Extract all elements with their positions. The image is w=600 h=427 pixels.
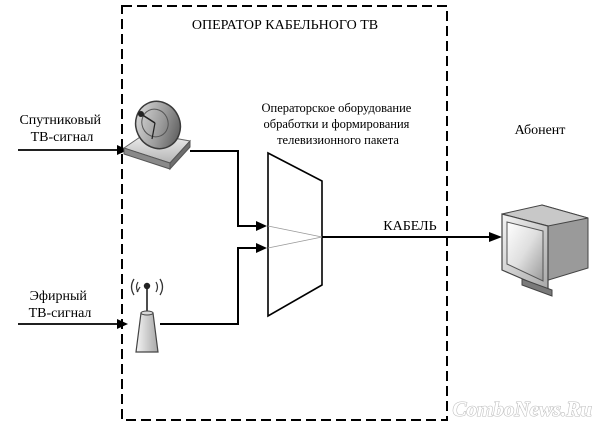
equipment-caption: Операторское оборудование обработки и фо…: [262, 101, 415, 147]
cable-arrowhead: [489, 232, 502, 242]
satellite-path-arrowhead: [256, 221, 267, 231]
satellite-path: [190, 150, 258, 227]
satellite-label-line-1: Спутниковый: [19, 113, 101, 128]
satellite-dish-icon: [122, 100, 191, 171]
equipment-caption-line-3: телевизионного пакета: [277, 133, 399, 147]
cable-label: КАБЕЛЬ: [383, 219, 436, 234]
terrestrial-path-arrowhead: [256, 243, 267, 253]
operator-title: ОПЕРАТОР КАБЕЛЬНОГО ТВ: [192, 18, 378, 33]
satellite-input-arrowhead: [117, 145, 128, 155]
operator-boundary: [121, 5, 448, 421]
equipment-caption-line-2: обработки и формирования: [263, 117, 409, 131]
antenna-tower-icon: [130, 278, 164, 353]
terrestrial-input-arrowhead: [117, 319, 128, 329]
satellite-label-line-2: ТВ-сигнал: [31, 130, 94, 145]
tv-monitor-icon: [501, 204, 589, 297]
multiplexer-block: [267, 151, 323, 318]
equipment-caption-line-1: Операторское оборудование: [262, 101, 412, 115]
terrestrial-label-line-1: Эфирный: [30, 289, 88, 304]
subscriber-label: Абонент: [515, 123, 566, 138]
terrestrial-path: [160, 247, 258, 325]
terrestrial-source-label: Эфирный ТВ-сигнал: [29, 289, 92, 321]
satellite-source-label: Спутниковый ТВ-сигнал: [19, 113, 104, 145]
watermark: ComboNews.Ru: [453, 397, 592, 421]
terrestrial-label-line-2: ТВ-сигнал: [29, 306, 92, 321]
